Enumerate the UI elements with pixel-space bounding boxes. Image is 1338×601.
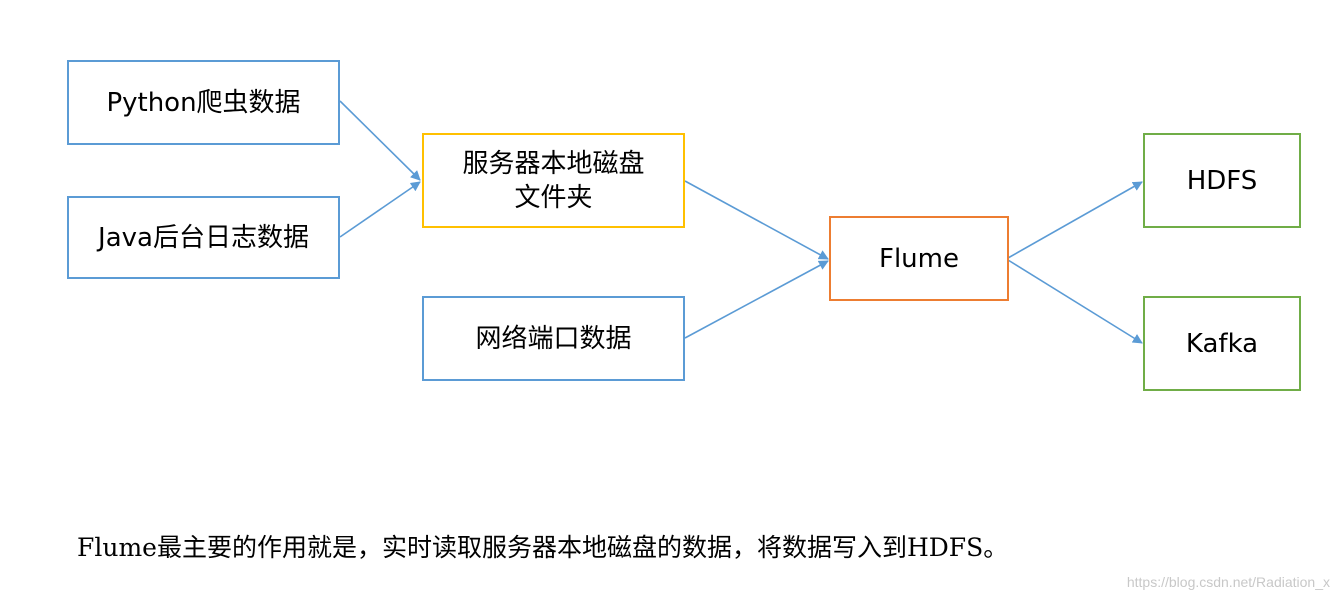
node-local-disk-label-line1: 服务器本地磁盘 (462, 148, 645, 179)
node-kafka: Kafka (1143, 296, 1301, 391)
arrow-port-to-flume (684, 260, 829, 339)
node-hdfs-label: HDFS (1186, 165, 1258, 196)
node-local-disk: 服务器本地磁盘 文件夹 (422, 133, 685, 228)
node-network-port-label: 网络端口数据 (475, 323, 632, 354)
node-flume: Flume (829, 216, 1009, 301)
diagram-caption: Flume最主要的作用就是，实时读取服务器本地磁盘的数据，将数据写入到HDFS。 (77, 533, 1009, 562)
node-java-logs-label: Java后台日志数据 (98, 222, 309, 253)
node-python-crawler: Python爬虫数据 (67, 60, 340, 145)
node-network-port: 网络端口数据 (422, 296, 685, 381)
node-hdfs: HDFS (1143, 133, 1301, 228)
node-flume-label: Flume (879, 243, 959, 274)
source-watermark: https://blog.csdn.net/Radiation_x (1126, 574, 1330, 590)
node-kafka-label: Kafka (1185, 328, 1259, 359)
node-python-crawler-label: Python爬虫数据 (106, 87, 301, 118)
arrow-flume-to-kafka (1007, 259, 1143, 344)
arrow-python-to-disk (339, 100, 421, 181)
arrow-java-to-disk (339, 181, 421, 238)
node-java-logs: Java后台日志数据 (67, 196, 340, 279)
arrow-disk-to-flume (684, 180, 829, 260)
node-local-disk-label-line2: 文件夹 (514, 182, 593, 213)
arrow-flume-to-hdfs (1007, 181, 1143, 259)
